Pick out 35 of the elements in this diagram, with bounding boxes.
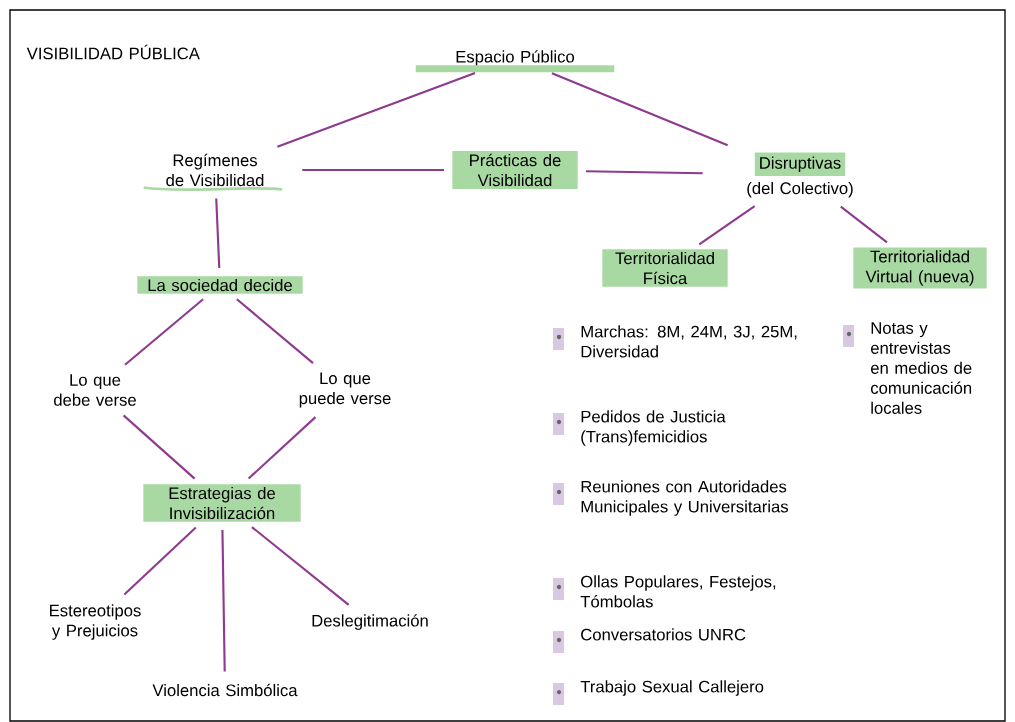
connector — [585, 170, 703, 175]
connector — [698, 205, 756, 246]
concept-label: Lo que puede verse — [299, 372, 391, 408]
connector — [251, 526, 350, 606]
connector — [123, 526, 197, 596]
title: VISIBILIDAD PÚBLICA — [26, 44, 200, 60]
connector — [551, 72, 729, 147]
concept-label: Estereotipos y Prejuicios — [50, 604, 141, 640]
bullet-item: Reuniones con Autoridades Municipales y Universitarias — [553, 480, 788, 516]
highlighted-label: Territorialidad Física — [602, 249, 728, 287]
concept-label: Deslegitimación — [312, 614, 428, 630]
bullet-item: Marchas: 8M, 24M, 3J, 25M, Diversidad — [553, 325, 797, 358]
connector — [302, 168, 445, 172]
bullet-item: Conversatorios UNRC — [553, 628, 746, 653]
highlighted-label: Disruptivas (del Colectivo) — [747, 152, 853, 198]
connector — [277, 71, 476, 148]
highlighted-label: Estrategias de Invisibilización — [143, 484, 301, 522]
bullet-item: Trabajo Sexual Callejero — [553, 680, 764, 705]
connector — [124, 298, 204, 366]
connector — [840, 205, 888, 244]
concept-label: Lo que debe verse — [54, 374, 136, 406]
highlighted-label: La sociedad decide — [137, 276, 303, 294]
connector — [122, 414, 196, 480]
connector — [236, 298, 314, 364]
concept-label: Violencia Simbólica — [152, 683, 298, 697]
concept-label: Regímenes de Visibilidad — [143, 153, 283, 192]
highlighted-label: Territorialidad Virtual (nueva) — [853, 247, 987, 289]
highlighted-label: Prácticas de Visibilidad — [452, 151, 578, 189]
connector — [221, 530, 226, 672]
connector — [215, 198, 221, 268]
connector — [247, 416, 317, 480]
bullet-item: Pedidos de Justicia (Trans)femicidios — [553, 410, 726, 446]
bullet-item: Ollas Populares, Festejos, Tómbolas — [553, 575, 776, 608]
concept-label: Espacio Público — [415, 50, 615, 73]
bullet-item: Notas y entrevistas en medios de comunicación locales — [843, 322, 972, 414]
